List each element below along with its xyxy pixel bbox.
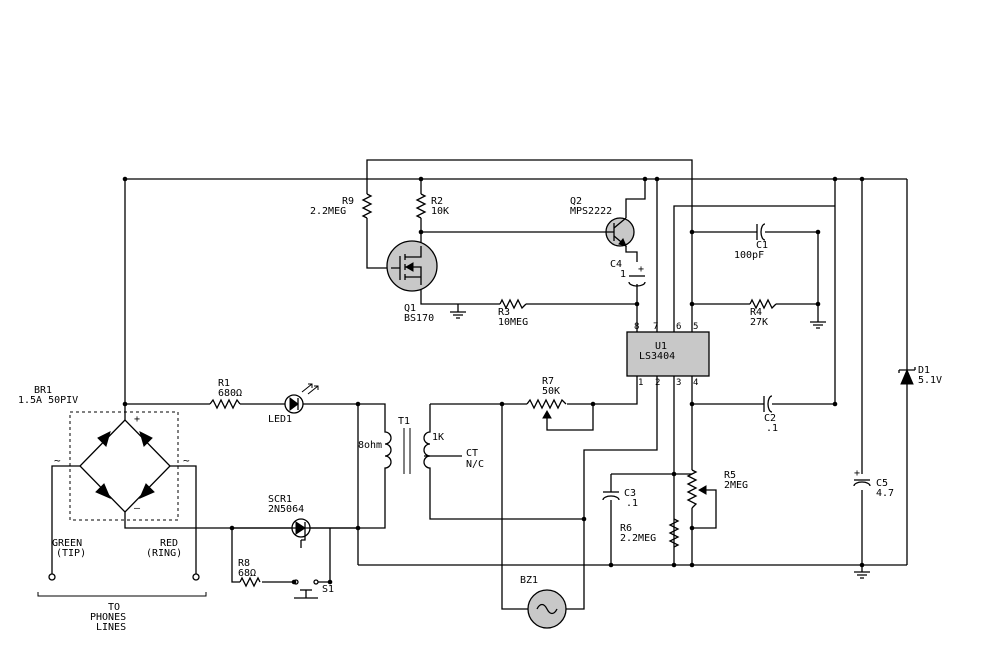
capacitor-c1: C1 100pF bbox=[734, 223, 768, 261]
r9-value: 2.2MEG bbox=[310, 206, 346, 217]
ring-label: (RING) bbox=[146, 548, 182, 559]
phones-label: PHONES bbox=[90, 612, 126, 623]
r6-ref: R6 bbox=[620, 523, 632, 534]
scr-scr1: SCR1 2N5064 bbox=[268, 494, 311, 541]
r5-value: 2MEG bbox=[724, 480, 748, 491]
t1-secondary: 1K bbox=[432, 432, 444, 443]
bz1-ref: BZ1 bbox=[520, 575, 538, 586]
u1-value: LS3404 bbox=[639, 351, 675, 362]
green-label: GREEN bbox=[52, 538, 82, 549]
ground-symbols bbox=[450, 304, 870, 579]
d1-value: 5.1V bbox=[918, 375, 942, 386]
u1-pin-1: 1 bbox=[638, 378, 643, 388]
r9-ref: R9 bbox=[342, 196, 354, 207]
c3-value: .1 bbox=[626, 498, 638, 509]
u1-pin-4: 4 bbox=[693, 378, 698, 388]
led-led1: LED1 bbox=[268, 383, 319, 425]
wires bbox=[51, 159, 908, 610]
r2-ref: R2 bbox=[431, 196, 443, 207]
to-label: TO bbox=[108, 602, 120, 613]
r1-value: 680Ω bbox=[218, 388, 242, 399]
q2-value: MPS2222 bbox=[570, 206, 612, 217]
r5-ref: R5 bbox=[724, 470, 736, 481]
c2-ref: C2 bbox=[764, 413, 776, 424]
phone-line-terminals: GREEN (TIP) RED (RING) TO PHONES LINES bbox=[37, 538, 207, 633]
c4-ref: C4 bbox=[610, 259, 622, 270]
u1-pin-2: 2 bbox=[655, 378, 660, 388]
u1-pin-7: 7 bbox=[653, 322, 658, 332]
t1-ref: T1 bbox=[398, 416, 410, 427]
resistor-r6: R6 2.2MEG bbox=[620, 518, 680, 548]
red-label: RED bbox=[160, 538, 178, 549]
resistor-r8: R8 68Ω bbox=[238, 558, 261, 588]
r7-ref: R7 bbox=[542, 376, 554, 387]
tip-label: (TIP) bbox=[56, 548, 86, 559]
c5-value: 4.7 bbox=[876, 488, 894, 499]
t1-ct-note: N/C bbox=[466, 459, 484, 470]
switch-s1: S1 bbox=[293, 579, 334, 599]
potentiometer-r7: R7 50K bbox=[526, 376, 567, 419]
u1-ref: U1 bbox=[655, 341, 667, 352]
transformer-t1: T1 8ohm 1K CT N/C bbox=[358, 416, 484, 478]
s1-ref: S1 bbox=[322, 584, 334, 595]
zener-diode-d1: D1 5.1V bbox=[898, 365, 942, 386]
r1-ref: R1 bbox=[218, 378, 230, 389]
r8-value: 68Ω bbox=[238, 568, 256, 579]
r4-ref: R4 bbox=[750, 307, 762, 318]
bridge-rectifier-br1: + – ~ ~ BR1 1.5A 50PIV bbox=[18, 385, 190, 521]
r2-value: 10K bbox=[431, 206, 449, 217]
r7-value: 50K bbox=[542, 386, 560, 397]
r4-value: 27K bbox=[750, 317, 768, 328]
transistor-q2: Q2 MPS2222 bbox=[570, 196, 635, 247]
c1-ref: C1 bbox=[756, 240, 768, 251]
resistor-r9: R9 2.2MEG bbox=[310, 193, 373, 219]
u1-pin-5: 5 bbox=[693, 322, 698, 332]
capacitor-c5: + C5 4.7 bbox=[853, 468, 894, 499]
potentiometer-r5: R5 2MEG bbox=[686, 469, 748, 509]
t1-ct: CT bbox=[466, 448, 478, 459]
c3-ref: C3 bbox=[624, 488, 636, 499]
q1-ref: Q1 bbox=[404, 303, 416, 314]
c4-plus: + bbox=[638, 264, 644, 275]
resistor-r1: R1 680Ω bbox=[209, 378, 242, 410]
r3-value: 10MEG bbox=[498, 317, 528, 328]
br1-minus: – bbox=[134, 503, 141, 514]
c1-value: 100pF bbox=[734, 250, 764, 261]
q2-ref: Q2 bbox=[570, 196, 582, 207]
junction-dots bbox=[122, 176, 865, 585]
scr1-ref: SCR1 bbox=[268, 494, 292, 505]
u1-pin-6: 6 bbox=[676, 322, 681, 332]
br1-ref: BR1 bbox=[34, 385, 52, 396]
br1-value: 1.5A 50PIV bbox=[18, 395, 78, 406]
u1-pin-3: 3 bbox=[676, 378, 681, 388]
t1-primary: 8ohm bbox=[358, 440, 382, 451]
c4-value: 1 bbox=[620, 269, 626, 280]
capacitor-c2: C2 .1 bbox=[763, 395, 778, 434]
resistor-r2: R2 10K bbox=[415, 193, 449, 219]
br1-ac-left: ~ bbox=[54, 454, 61, 467]
r6-value: 2.2MEG bbox=[620, 533, 656, 544]
q1-value: BS170 bbox=[404, 313, 434, 324]
r8-ref: R8 bbox=[238, 558, 250, 569]
br1-plus: + bbox=[134, 414, 140, 425]
c5-plus: + bbox=[854, 468, 860, 479]
led1-ref: LED1 bbox=[268, 414, 292, 425]
scr1-value: 2N5064 bbox=[268, 504, 304, 515]
d1-ref: D1 bbox=[918, 365, 930, 376]
lines-label: LINES bbox=[96, 622, 126, 633]
r3-ref: R3 bbox=[498, 307, 510, 318]
c5-ref: C5 bbox=[876, 478, 888, 489]
mosfet-q1: Q1 BS170 bbox=[386, 240, 438, 324]
capacitor-c4: + C4 1 bbox=[610, 259, 646, 287]
buzzer-bz1: BZ1 bbox=[520, 575, 567, 629]
u1-pin-8: 8 bbox=[634, 322, 639, 332]
ic-u1: U1 LS3404 8 7 6 5 1 2 3 4 bbox=[626, 322, 710, 388]
capacitor-c3: C3 .1 bbox=[602, 488, 638, 509]
resistor-r3: R3 10MEG bbox=[498, 298, 528, 328]
br1-ac-right: ~ bbox=[183, 454, 190, 467]
resistor-r4: R4 27K bbox=[749, 298, 777, 328]
c2-value: .1 bbox=[766, 423, 778, 434]
